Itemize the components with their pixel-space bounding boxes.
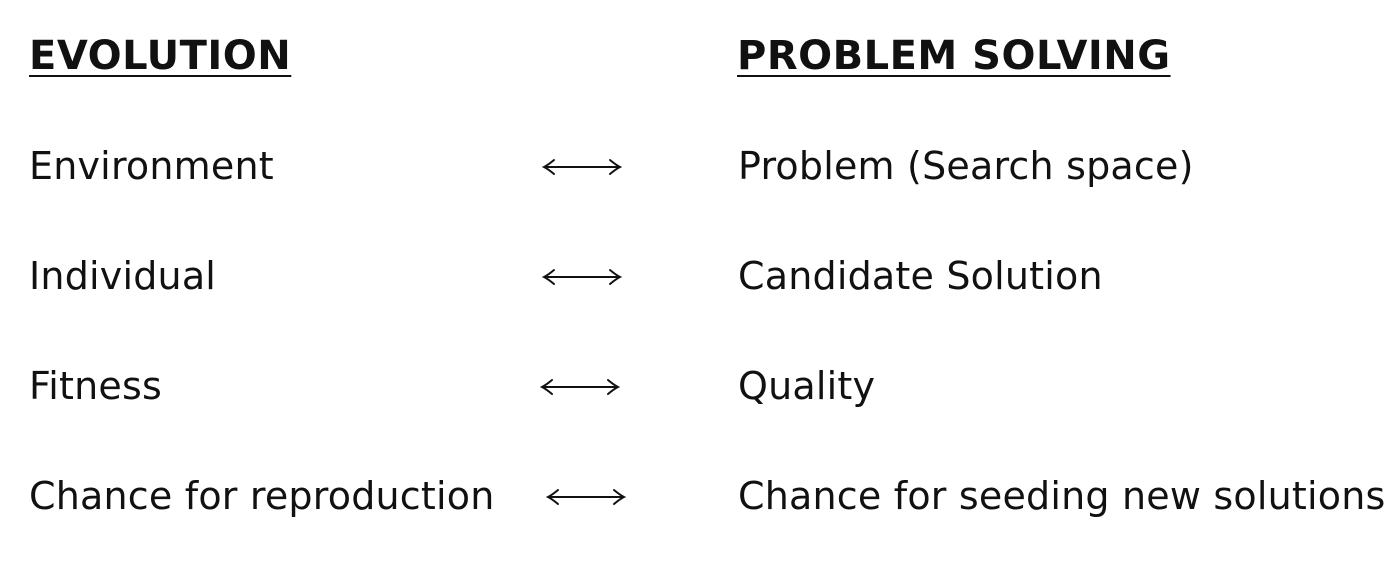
- evolution-term: Fitness: [29, 364, 163, 408]
- problem-solving-heading: PROBLEM SOLVING: [737, 33, 1171, 79]
- evolution-term: Chance for reproduction: [29, 474, 495, 518]
- analogy-row-environment: Environment Problem (Search space): [0, 136, 1392, 196]
- evolution-heading: EVOLUTION: [29, 33, 292, 79]
- double-headed-arrow-icon: [541, 159, 623, 175]
- evolution-term: Environment: [29, 144, 274, 188]
- problem-solving-term: Chance for seeding new solutions: [738, 474, 1386, 518]
- double-headed-arrow-icon: [545, 489, 627, 505]
- analogy-row-fitness: Fitness Quality: [0, 356, 1392, 416]
- analogy-row-reproduction: Chance for reproduction Chance for seedi…: [0, 466, 1392, 526]
- double-headed-arrow-icon: [541, 269, 623, 285]
- evolution-term: Individual: [29, 254, 217, 298]
- problem-solving-term: Candidate Solution: [738, 254, 1103, 298]
- analogy-row-individual: Individual Candidate Solution: [0, 246, 1392, 306]
- problem-solving-term: Quality: [738, 364, 876, 408]
- double-headed-arrow-icon: [539, 379, 621, 395]
- problem-solving-term: Problem (Search space): [738, 144, 1194, 188]
